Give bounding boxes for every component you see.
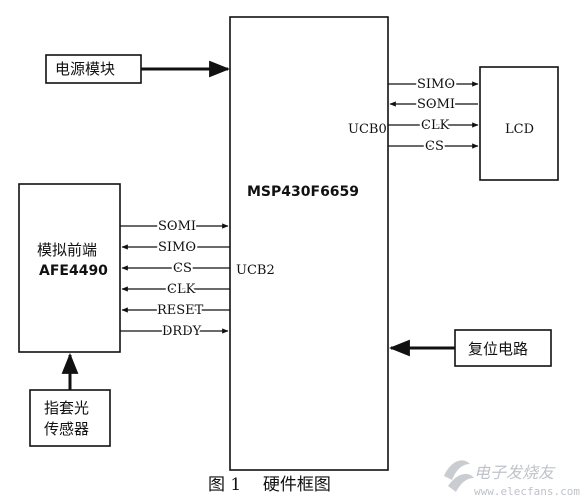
afe-label-cn: 模拟前端	[37, 241, 97, 259]
lcd-signal-somi: SOMI	[417, 97, 455, 112]
lcd-block: LCD	[479, 66, 559, 181]
lcd-signal-simo: SIMO	[417, 77, 455, 92]
afe-signal-lines: SOMI SIMO CS CLK RESET DRDY	[120, 217, 230, 341]
afe-signal-reset: RESET	[157, 303, 204, 318]
afe-signal-drdy: DRDY	[162, 324, 202, 339]
afe-block: 模拟前端 AFE4490	[18, 183, 121, 353]
watermark: 电子发烧友 www.elecfans.com	[444, 460, 580, 498]
watermark-logo-icon	[444, 460, 474, 492]
lcd-signal-clk: CLK	[421, 118, 450, 133]
reset-circuit-label: 复位电路	[468, 340, 528, 358]
watermark-text: 电子发烧友	[474, 463, 556, 482]
sensor-label-line1: 指套光	[44, 399, 89, 417]
figure-caption: 图 1 硬件框图	[208, 475, 331, 495]
watermark-url: www.elecfans.com	[474, 485, 580, 498]
power-module-label: 电源模块	[55, 60, 115, 78]
lcd-label: LCD	[505, 122, 534, 137]
lcd-signal-cs: CS	[425, 139, 444, 154]
afe-signal-simo: SIMO	[158, 240, 196, 255]
mcu-port-ucb2: UCB2	[236, 263, 275, 278]
lcd-signal-lines: SIMO SOMI CLK CS	[388, 75, 479, 156]
reset-circuit-block: 复位电路	[388, 329, 552, 367]
finger-sensor-block: 指套光 传感器	[29, 352, 111, 447]
mcu-name: MSP430F6659	[247, 184, 359, 200]
afe-signal-clk: CLK	[167, 282, 196, 297]
afe-signal-somi: SOMI	[158, 219, 196, 234]
afe-label-part: AFE4490	[39, 263, 108, 279]
power-module-block: 电源模块	[45, 54, 231, 84]
sensor-label-line2: 传感器	[44, 420, 89, 438]
mcu-block: MSP430F6659 UCB0 UCB2	[229, 16, 389, 471]
mcu-port-ucb0: UCB0	[348, 122, 387, 137]
afe-signal-cs: CS	[173, 261, 192, 276]
